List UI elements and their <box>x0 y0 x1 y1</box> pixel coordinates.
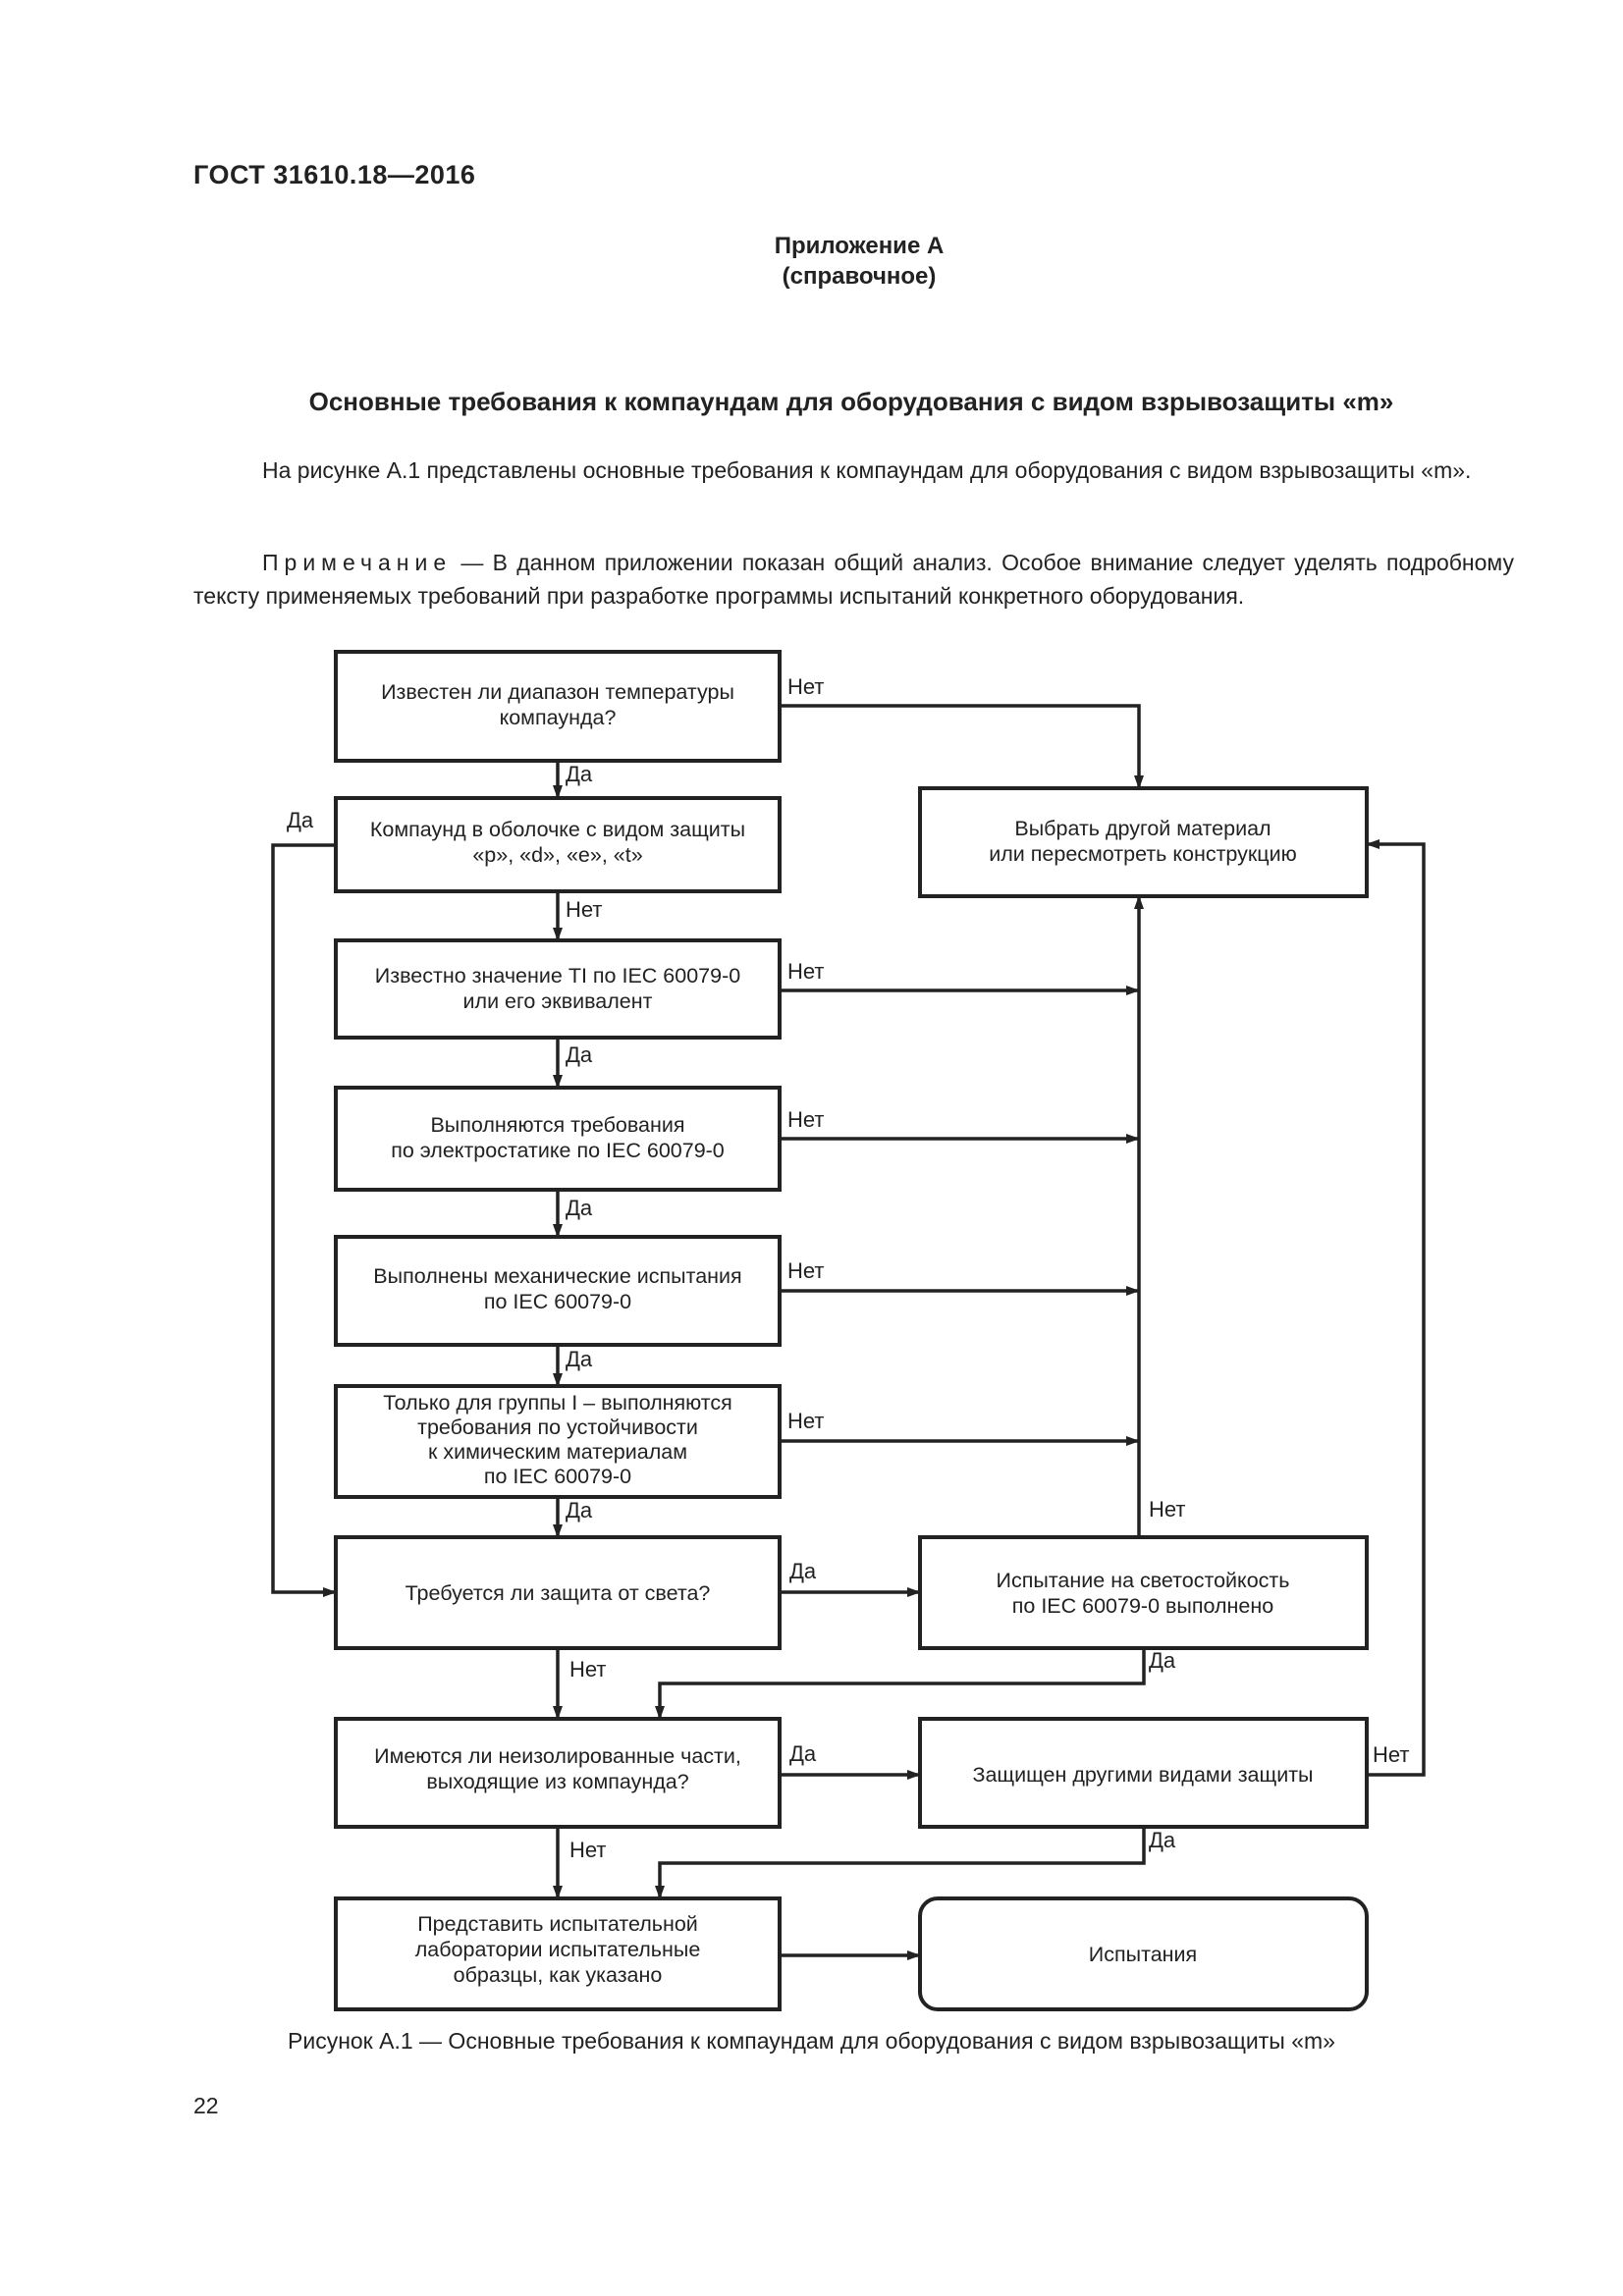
box-other-protection-line-1: Защищен другими видами защиты <box>972 1763 1313 1787</box>
box-enclosure-protection-line-1: Компаунд в оболочке с видом защиты <box>370 818 745 841</box>
box-chemical-resistance-line-4: по IEC 60079-0 <box>484 1465 631 1488</box>
annex-type: (справочное) <box>782 263 937 290</box>
label-no: Нет <box>1373 1742 1409 1767</box>
note-label: Примечание <box>262 550 453 575</box>
box-submit-samples-line-1: Представить испытательной <box>417 1912 698 1936</box>
section-title: Основные требования к компаундам для обо… <box>308 387 1394 416</box>
box-uninsulated-parts-line-1: Имеются ли неизолированные части, <box>374 1744 741 1768</box>
intro-paragraph: На рисунке А.1 представлены основные тре… <box>262 457 1472 483</box>
box-chemical-resistance-line-1: Только для группы I – выполняются <box>383 1391 732 1415</box>
label-no: Нет <box>787 1409 824 1433</box>
label-no: Нет <box>569 1838 606 1862</box>
box-mechanical-tests-line-1: Выполнены механические испытания <box>373 1264 741 1288</box>
label-no: Нет <box>787 674 824 699</box>
label-yes: Да <box>287 808 314 832</box>
box-submit-samples-line-2: лаборатории испытательные <box>415 1938 701 1961</box>
annex-title: Приложение А <box>774 233 945 259</box>
box-light-resistance-test-line-1: Испытание на светостойкость <box>997 1569 1290 1592</box>
document-header: ГОСТ 31610.18—2016 <box>193 160 476 189</box>
label-no: Нет <box>787 1258 824 1283</box>
label-no: Нет <box>566 897 602 922</box>
box-light-resistance-test-line-2: по IEC 60079-0 выполнено <box>1012 1594 1274 1618</box>
note-paragraph: Примечание — В данном приложении показан… <box>193 546 1514 613</box>
box-choose-other-material-line-2: или пересмотреть конструкцию <box>989 842 1297 866</box>
box-ti-value-line-2: или его эквивалент <box>463 989 653 1013</box>
figure-caption: Рисунок А.1 — Основные требования к комп… <box>288 2028 1335 2054</box>
box-light-protection-line-1: Требуется ли защита от света? <box>406 1581 711 1605</box>
box-temperature-range-line-1: Известен ли диапазон температуры <box>381 680 734 704</box>
label-yes: Да <box>1149 1828 1176 1852</box>
box-light-resistance-test <box>918 1535 1369 1650</box>
label-yes: Да <box>566 1042 593 1067</box>
box-enclosure-protection-line-2: «р», «d», «е», «t» <box>472 843 642 867</box>
label-no: Нет <box>1149 1497 1185 1522</box>
label-no: Нет <box>569 1657 606 1682</box>
label-yes: Да <box>566 1498 593 1522</box>
label-yes: Да <box>789 1741 817 1766</box>
label-yes: Да <box>566 1347 593 1371</box>
label-yes: Да <box>1149 1648 1176 1673</box>
box-chemical-resistance-line-2: требования по устойчивости <box>417 1415 698 1439</box>
box-uninsulated-parts-line-2: выходящие из компаунда? <box>426 1770 688 1793</box>
box-ti-value-line-1: Известно значение TI по IEC 60079-0 <box>375 964 740 988</box>
label-yes: Да <box>566 1196 593 1220</box>
box-choose-other-material-line-1: Выбрать другой материал <box>1014 817 1271 840</box>
label-yes: Да <box>566 762 593 786</box>
label-yes: Да <box>789 1559 817 1583</box>
box-electrostatic-line-2: по электростатике по IEC 60079-0 <box>391 1139 725 1162</box>
box-temperature-range-line-2: компаунда? <box>500 706 617 729</box>
box-submit-samples-line-3: образцы, как указано <box>454 1963 663 1987</box>
label-no: Нет <box>787 1107 824 1132</box>
note-text: — В данном приложении показан общий анал… <box>193 550 1514 609</box>
box-testing-line-1: Испытания <box>1089 1943 1197 1966</box>
page-number: 22 <box>193 2093 219 2118</box>
box-chemical-resistance-line-3: к химическим материалам <box>428 1440 687 1464</box>
box-electrostatic-line-1: Выполняются требования <box>430 1113 684 1137</box>
label-no: Нет <box>787 959 824 984</box>
box-mechanical-tests-line-2: по IEC 60079-0 <box>484 1290 631 1313</box>
